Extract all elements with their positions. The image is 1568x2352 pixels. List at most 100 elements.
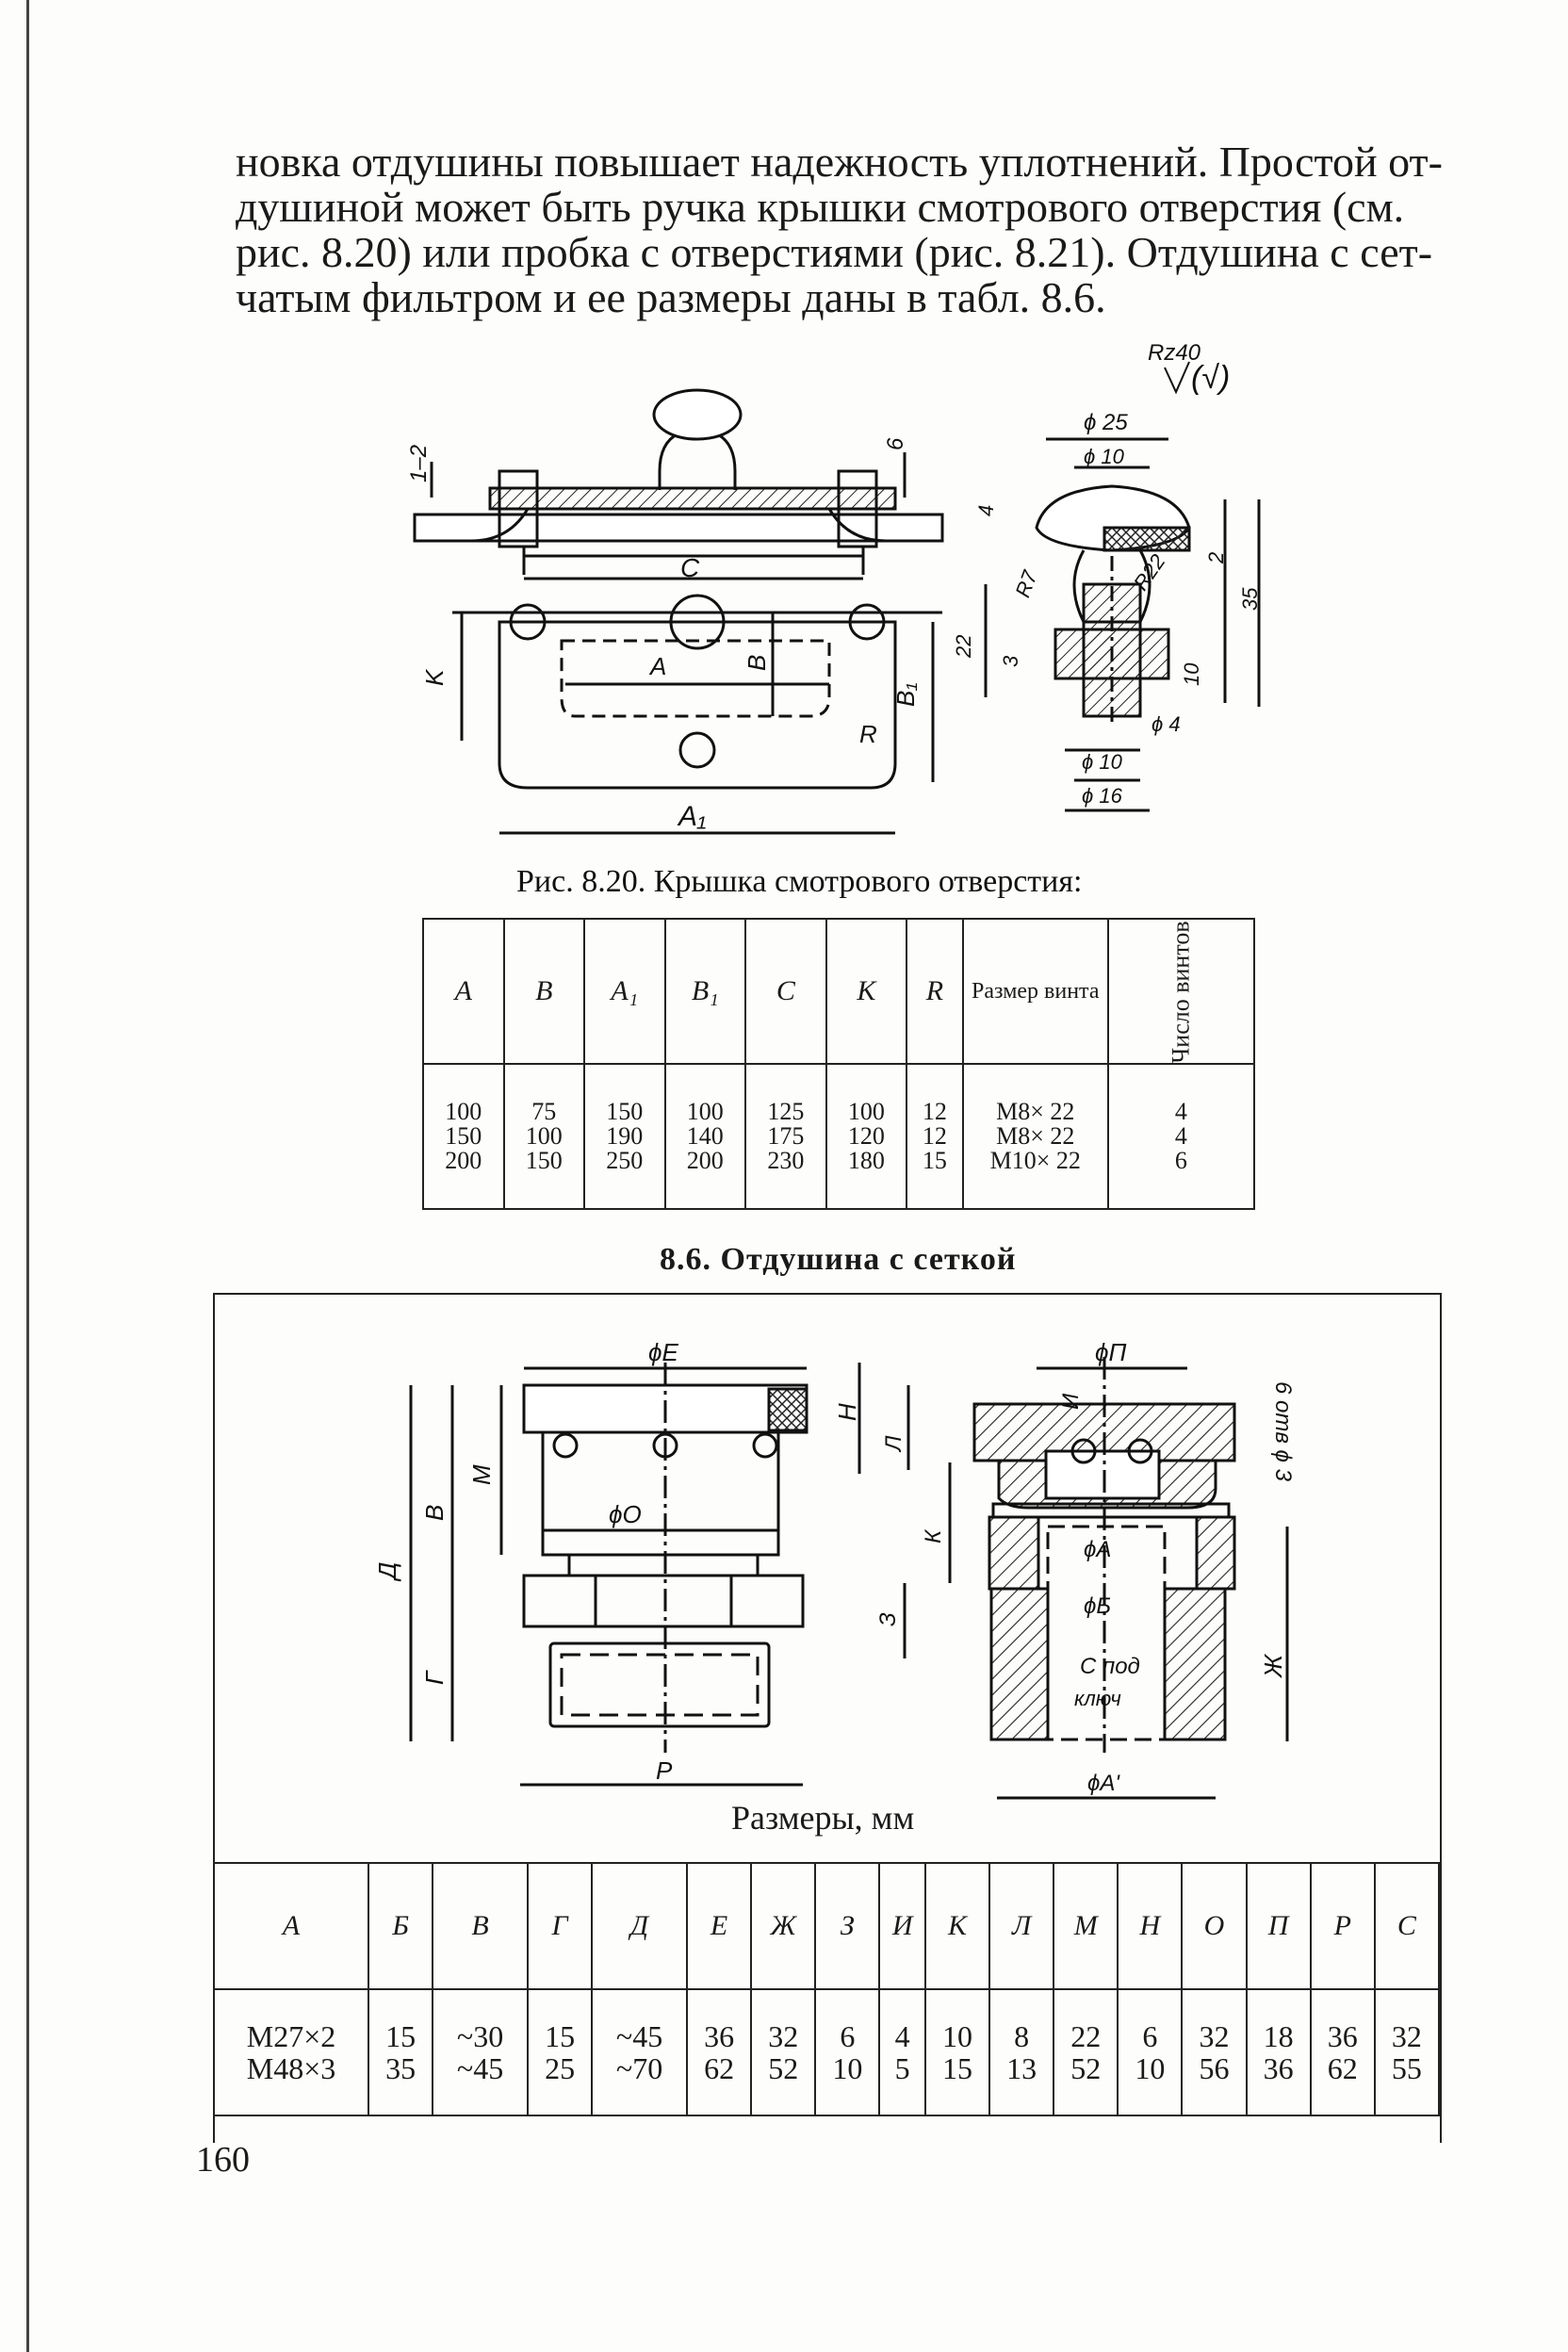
label-a: ϕA bbox=[1084, 1537, 1111, 1562]
label-b: ϕБ bbox=[1084, 1593, 1111, 1619]
label-d16: ϕ 16 bbox=[1082, 784, 1123, 808]
table-cell: ~30~45 bbox=[432, 1988, 529, 2116]
label-b1: B₁ bbox=[891, 682, 920, 707]
label-a1: A₁ bbox=[677, 801, 706, 832]
table-header-cell: Б bbox=[367, 1862, 434, 1990]
page-margin-line bbox=[26, 0, 29, 2352]
label-d25: ϕ 25 bbox=[1084, 410, 1128, 435]
label-c: C bbox=[680, 553, 700, 582]
table-header-cell: Д bbox=[591, 1862, 688, 1990]
label-n: Н bbox=[833, 1403, 861, 1421]
handle-section-view bbox=[984, 437, 1261, 812]
table-header-cell: Н bbox=[1117, 1862, 1184, 1990]
label-holes: 6 отв ϕ 3 bbox=[1270, 1381, 1296, 1482]
label-dim35: 35 bbox=[1238, 587, 1262, 611]
label-dim12: 1–2 bbox=[406, 445, 432, 482]
label-p: P bbox=[656, 1756, 673, 1785]
label-key-1: C под bbox=[1080, 1654, 1140, 1679]
label-dim4: 4 bbox=[974, 505, 998, 516]
page-number: 160 bbox=[196, 2140, 250, 2180]
body-paragraph: новка отдушины повышает надежность уплот… bbox=[236, 139, 1479, 320]
label-k: K bbox=[420, 668, 449, 686]
label-astar: ϕA' bbox=[1087, 1771, 1120, 1796]
label-g: Г bbox=[420, 1670, 449, 1685]
table-8-6-frame bbox=[213, 1293, 1442, 2143]
figure-8-20-caption: Рис. 8.20. Крышка смотрового отверстия: bbox=[516, 864, 1082, 899]
label-zh: Ж bbox=[1259, 1653, 1287, 1679]
table-header-cell: Е bbox=[685, 1862, 753, 1990]
table-header-cell: Р bbox=[1309, 1862, 1376, 1990]
table-header-cell: A bbox=[422, 918, 505, 1065]
paragraph-line-3: рис. 8.20) или пробка с отверстиями (рис… bbox=[236, 228, 1433, 276]
label-dim2: 2 bbox=[1204, 552, 1228, 564]
table-header-cell: Число винтов bbox=[1106, 918, 1256, 1065]
sizes-caption: Размеры, мм bbox=[731, 1799, 915, 1837]
table-header-cell: М bbox=[1053, 1862, 1119, 1990]
table-header-cell: Г bbox=[526, 1862, 594, 1990]
label-pi: ϕП bbox=[1095, 1338, 1126, 1366]
table-header-cell: З bbox=[814, 1862, 881, 1990]
cover-top-view bbox=[452, 594, 942, 835]
label-i: И bbox=[1058, 1393, 1084, 1410]
label-r: R bbox=[859, 720, 877, 748]
label-key-2: ключ bbox=[1074, 1687, 1121, 1710]
label-dim6: 6 bbox=[883, 437, 908, 450]
paragraph-line-4: чатым фильтром и ее размеры даны в табл.… bbox=[236, 273, 1106, 321]
cover-side-view bbox=[413, 388, 944, 580]
vent-section-view bbox=[903, 1357, 1289, 1800]
label-o: ϕO bbox=[609, 1500, 642, 1528]
table-cell: ~45~70 bbox=[591, 1988, 688, 2116]
table-header-cell: С bbox=[1373, 1862, 1441, 1990]
label-l: Л bbox=[881, 1435, 906, 1453]
table-header-row: А Б В Г Д Е Ж З И К Л М Н О П Р С bbox=[213, 1862, 1441, 1990]
table-8-6-title: 8.6. Отдушина с сеткой bbox=[660, 1242, 1017, 1277]
table-header-cell: Ж bbox=[750, 1862, 817, 1990]
roughness-label: Rz40 bbox=[1148, 340, 1201, 366]
label-b: B bbox=[743, 655, 771, 671]
label-d10top: ϕ 10 bbox=[1084, 445, 1125, 468]
table-header-cell: K bbox=[825, 918, 908, 1065]
label-v: В bbox=[420, 1505, 449, 1521]
table-header-cell: C bbox=[744, 918, 827, 1065]
paragraph-line-2: душиной может быть ручка крышки смотрово… bbox=[236, 183, 1405, 231]
table-header-cell: Размер винта bbox=[961, 918, 1109, 1065]
label-k2: К bbox=[921, 1528, 946, 1544]
table-header-cell: И bbox=[878, 1862, 926, 1990]
table-header-cell: О bbox=[1181, 1862, 1248, 1990]
vent-exterior-view bbox=[409, 1363, 861, 1787]
table-header-cell: А bbox=[213, 1862, 369, 1990]
roughness-suffix: (√) bbox=[1191, 360, 1230, 396]
label-dim3: 3 bbox=[999, 655, 1022, 667]
table-fig-8-20: A B A₁ B₁ C K R Размер винта Число винто… bbox=[422, 918, 1256, 1210]
paragraph-line-1: новка отдушины повышает надежность уплот… bbox=[236, 138, 1443, 186]
label-a: A bbox=[648, 652, 666, 680]
table-header-cell: A₁ bbox=[583, 918, 666, 1065]
label-d4: ϕ 4 bbox=[1152, 712, 1181, 736]
table-header-cell: R bbox=[906, 918, 964, 1065]
label-d: Д bbox=[373, 1562, 401, 1582]
